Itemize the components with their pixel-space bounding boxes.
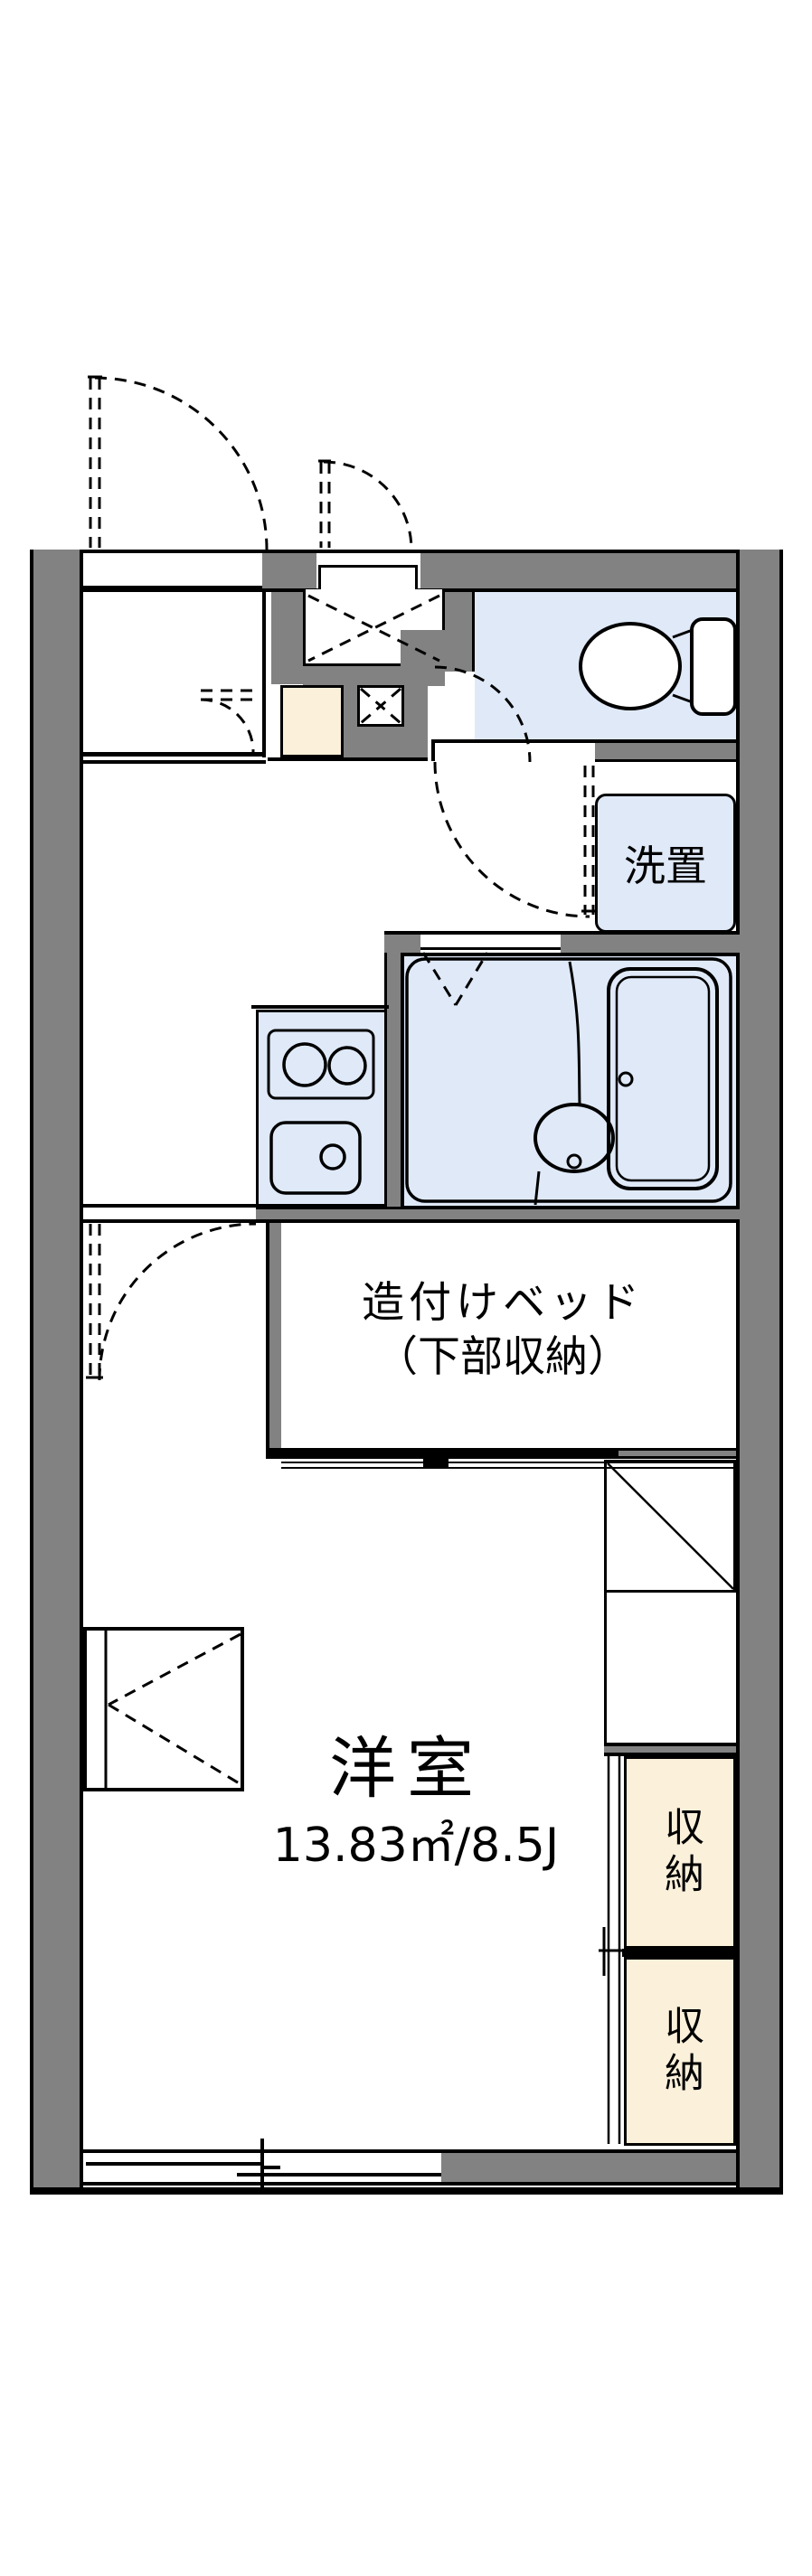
alcove-bottom-line-2: [83, 760, 266, 764]
western-room-area-label: 13.83㎡/8.5J: [190, 1813, 642, 1873]
washroom-wall-left: [384, 935, 420, 953]
toilet-door-jamb: [431, 743, 435, 761]
toilet-lower-wall: [595, 743, 736, 759]
laundry-space: 洗置: [595, 794, 736, 933]
shoe-cabinet: [280, 685, 344, 757]
western-room-area: 13.83㎡/8.5J: [272, 1818, 560, 1873]
bed-label-line2: （下部収納）: [277, 1327, 729, 1382]
storage-lower: 収納: [624, 1957, 736, 2146]
bottom-window-sash-upper: [86, 2162, 264, 2166]
toilet-room-floor: [475, 592, 736, 739]
top-window-sill-line: [83, 586, 262, 588]
bottom-window-mullion: [260, 2139, 264, 2195]
refrigerator-space: [604, 1460, 736, 1593]
storage-lower-label: 収納: [657, 2004, 703, 2099]
meter-box: [357, 685, 404, 727]
genkan-step-block: [401, 630, 445, 666]
bathroom: [401, 953, 740, 1209]
washroom-door-swing-arc: [433, 761, 590, 918]
entrance-bottom-line: [268, 757, 428, 761]
bed-label-line1: 造付けベッド: [277, 1273, 729, 1328]
storage-top-wall-band: [604, 1743, 736, 1756]
alcove-door-leaf: [201, 689, 260, 701]
top-window-opening: [83, 553, 262, 586]
bottom-window-sash-lower: [237, 2173, 441, 2176]
outer-wall-right: [736, 550, 783, 2195]
genkan-left-pillar: [271, 592, 303, 684]
storage-divider: [622, 1949, 736, 1957]
balcony-door-swing-arc: [94, 376, 269, 550]
bathroom-threshold: [420, 935, 561, 950]
bed-label-text2: （下部収納）: [375, 1331, 630, 1382]
washroom-door-leaf: [583, 766, 595, 915]
corridor-boundary-line-1: [83, 1204, 268, 1208]
outer-wall-left: [30, 550, 83, 2195]
western-room-name: 洋室: [329, 1729, 485, 1808]
laundry-space-label: 洗置: [624, 841, 707, 890]
alcove-right-wall-line: [262, 589, 266, 757]
washroom-wall-top-line: [384, 931, 740, 935]
toilet-room-bottom-line: [431, 739, 740, 743]
toilet-left-pillar: [442, 592, 475, 672]
bed-bottom-thick-line: [266, 1448, 618, 1459]
entrance-door-leaf: [319, 462, 331, 548]
corridor-door-leaf: [89, 1224, 101, 1377]
counter-space: [604, 1593, 736, 1743]
kitchen-counter: [256, 1010, 387, 1207]
genkan-lower-band: [303, 666, 445, 686]
bottom-wall-right-block: [441, 2149, 736, 2186]
storage-track-tick: [599, 1927, 624, 1976]
outer-wall-bottom-line: [30, 2187, 783, 2195]
storage-upper-label: 収納: [657, 1805, 703, 1900]
kitchen-counter-lip: [251, 1005, 389, 1009]
bed-left-wall-strip: [269, 1223, 281, 1448]
bed-bottom-wall-sliver: [618, 1448, 736, 1459]
bottom-window-sash-upper-tick: [264, 2166, 280, 2169]
storage-upper: 収納: [624, 1756, 736, 1949]
alcove-bottom-line-1: [83, 752, 266, 757]
bed-sliding-handle: [423, 1459, 448, 1468]
corridor-door-swing-arc: [98, 1222, 257, 1381]
toilet-lower-wall-line: [595, 759, 736, 762]
entrance-door-swing-arc: [323, 460, 413, 550]
balcony-door-leaf: [89, 378, 101, 548]
washroom-wall-right: [561, 935, 740, 953]
closet: [83, 1627, 244, 1791]
alcove-door-swing-arc: [200, 698, 255, 753]
western-room-label: 洋室: [253, 1725, 561, 1808]
corridor-boundary-line-2: [83, 1219, 268, 1223]
built-in-bed: [266, 1219, 740, 1452]
bed-label-text1: 造付けベッド: [362, 1277, 644, 1328]
